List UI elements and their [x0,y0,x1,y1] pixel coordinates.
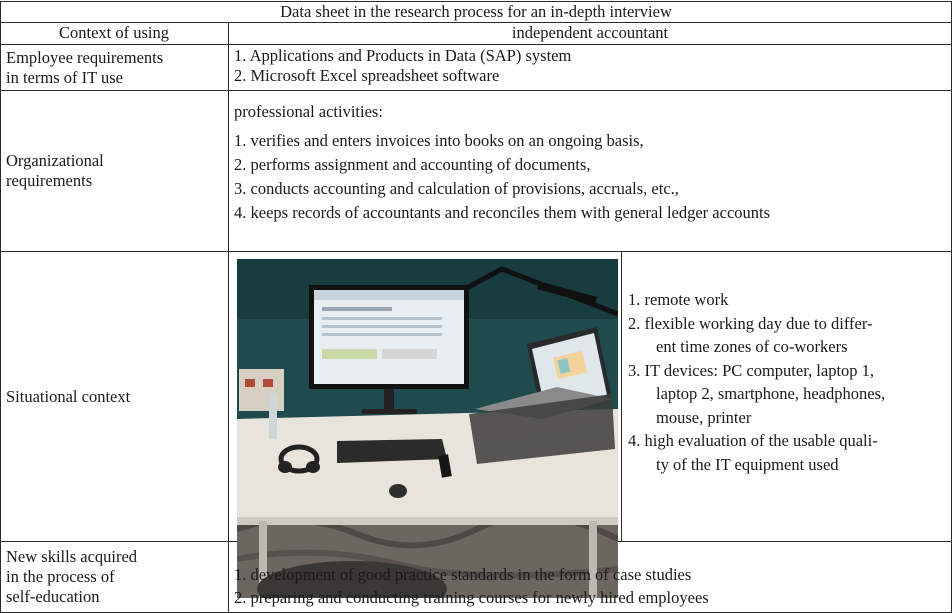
table-title: Data sheet in the research process for a… [280,2,672,21]
list-item: 2. flexible working day due to differ- e… [628,312,951,359]
list-item: 4. keeps records of accountants and reco… [234,203,771,222]
row-divider-4 [0,251,952,252]
list-item: 3. conducts accounting and calculation o… [234,179,679,198]
label-new-skills: New skills acquired in the process of se… [1,542,228,612]
list-item: 1. Applications and Products in Data (SA… [234,46,572,65]
list-item: 1. development of good practice standard… [234,565,692,584]
column-divider [228,22,229,613]
organizational-list: professional activities: 1. verifies and… [229,102,951,251]
list-item: 1. verifies and enters invoices into boo… [234,131,644,150]
header-role: independent accountant [511,23,669,42]
photo-text-divider [621,251,622,541]
row-divider-1 [0,22,952,23]
list-item-line: laptop 2, smartphone, headphones, [656,384,886,403]
list-item-line: ent time zones of co-workers [656,337,848,356]
situational-list: 1. remote work 2. flexible working day d… [622,288,951,528]
list-item-line: mouse, printer [656,407,752,427]
label-line: Employee requirements [6,47,164,67]
label-organizational-requirements: Organizational requirements [1,91,228,251]
list-item-line: 3. IT devices: PC computer, laptop 1, [628,360,875,380]
row-divider-2 [0,44,952,45]
skills-list: 1. development of good practice standard… [229,563,951,611]
row-divider-3 [0,90,952,91]
table-border-left [0,1,1,613]
header-context-of-using: Context of using [59,23,169,42]
label-line: New skills acquired [6,547,138,566]
list-item: 3. IT devices: PC computer, laptop 1, la… [628,359,951,430]
list-item-line: 4. high evaluation of the usable quali- [628,431,878,450]
list-intro: professional activities: [234,102,383,121]
label-line: in the process of [6,567,115,586]
list-item: 2. preparing and conducting training cou… [234,588,709,607]
list-item-line: ty of the IT equipment used [656,454,839,474]
table-border-top [0,1,952,2]
label-line: self-education [6,587,100,606]
label-line: Situational context [6,386,131,406]
label-line: requirements [6,171,93,190]
label-it-requirements: Employee requirements in terms of IT use [1,45,228,90]
list-item: 2. performs assignment and accounting of… [234,155,591,174]
list-item-line: 1. remote work [628,290,729,309]
label-line: Organizational [6,151,104,170]
list-item: 1. remote work [628,288,951,312]
label-line: in terms of IT use [6,67,124,87]
list-item: 4. high evaluation of the usable quali- … [628,429,951,476]
it-requirements-list: 1. Applications and Products in Data (SA… [229,46,951,90]
list-item: 2. Microsoft Excel spreadsheet software [234,66,500,85]
label-situational-context: Situational context [1,252,228,541]
workstation-photo [237,259,618,598]
list-item-line: 2. flexible working day due to differ- [628,313,873,333]
